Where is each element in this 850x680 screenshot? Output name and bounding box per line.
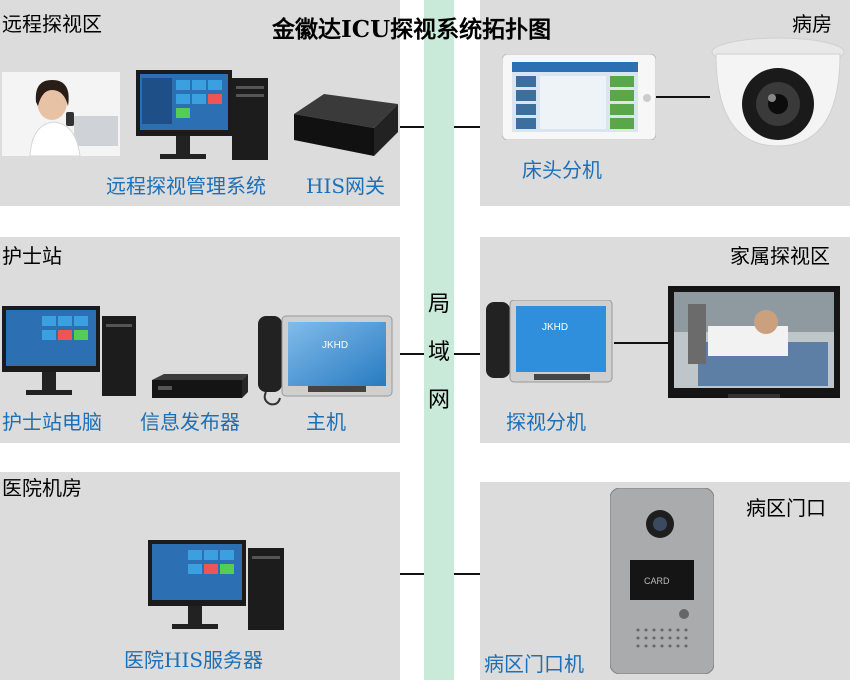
lan-label-1: 局 <box>427 292 450 317</box>
label-door-unit: 病区门口机 <box>484 652 584 676</box>
dome-camera-icon <box>711 37 845 147</box>
bedside-terminal-icon <box>502 54 656 140</box>
desktop-computer-icon <box>136 70 268 160</box>
host-screen-brand: JKHD <box>322 340 348 351</box>
label-host: 主机 <box>306 410 346 434</box>
desktop-computer-icon <box>2 306 136 396</box>
zone-family-title: 家属探视区 <box>730 244 830 268</box>
label-bedside: 床头分机 <box>522 158 602 182</box>
host-phone-terminal-icon: JKHD <box>486 300 613 383</box>
zone-nurse-title: 护士站 <box>2 244 62 268</box>
lan-label-3: 网 <box>427 388 450 413</box>
visit-screen-brand: JKHD <box>542 322 568 333</box>
patient-monitor-screen-icon <box>668 286 840 398</box>
connector-door <box>454 573 480 575</box>
info-publisher-box-icon <box>152 374 248 398</box>
person-photo-icon <box>2 72 120 156</box>
door-intercom-icon: CARD <box>610 488 714 674</box>
zone-server-title: 医院机房 <box>2 476 82 500</box>
label-remote-mgmt: 远程探视管理系统 <box>106 174 266 198</box>
lan-label-2: 域 <box>427 340 450 365</box>
label-his-server: 医院HIS服务器 <box>124 648 264 672</box>
connector-remote <box>400 126 424 128</box>
label-his-gateway: HIS网关 <box>306 174 386 198</box>
connector-camera <box>654 96 710 98</box>
zone-door-title: 病区门口 <box>746 496 826 520</box>
connector-family <box>454 353 480 355</box>
label-visit-terminal: 探视分机 <box>506 410 586 434</box>
label-info-publisher: 信息发布器 <box>140 410 240 434</box>
connector-server <box>400 573 424 575</box>
lan-bus <box>424 0 454 680</box>
connector-monitor <box>614 342 670 344</box>
zone-remote-title: 远程探视区 <box>2 12 102 36</box>
diagram-title: 金徽达ICU探视系统拓扑图 <box>272 16 552 43</box>
connector-nurse <box>400 353 424 355</box>
door-card-label: CARD <box>644 576 670 586</box>
gateway-box-icon <box>294 94 398 156</box>
host-phone-terminal-icon: JKHD <box>258 315 393 406</box>
connector-ward <box>454 126 480 128</box>
label-nurse-pc: 护士站电脑 <box>2 410 102 434</box>
zone-ward-title: 病房 <box>792 12 832 36</box>
desktop-computer-icon <box>148 540 284 630</box>
